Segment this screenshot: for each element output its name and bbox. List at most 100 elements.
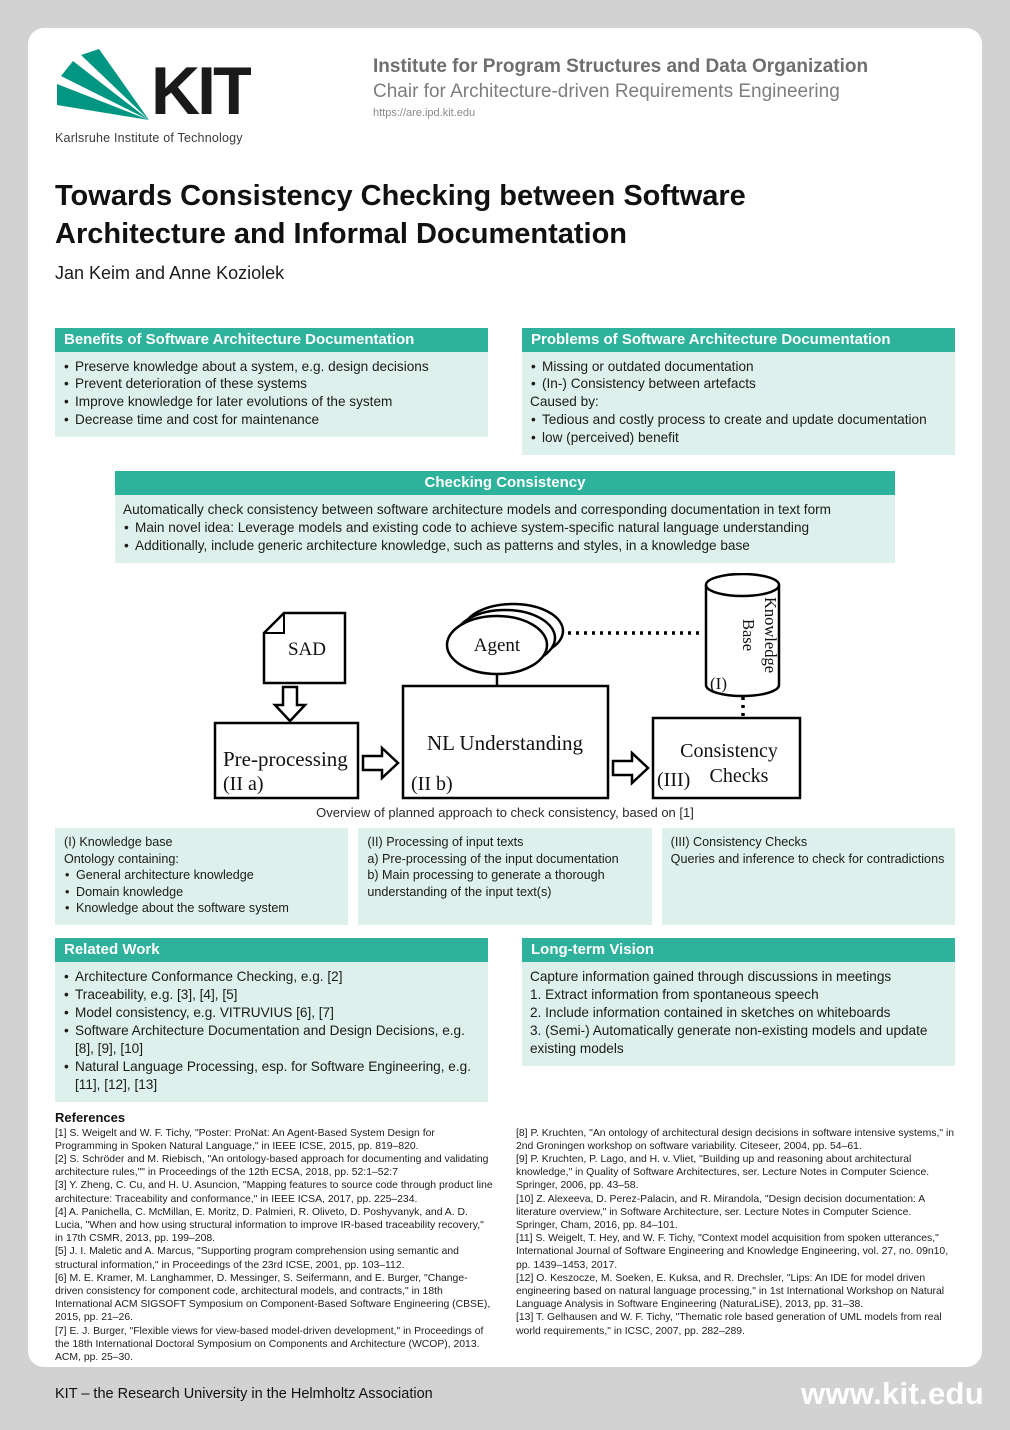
legend1-item: General architecture knowledge <box>64 867 339 884</box>
sad-label: SAD <box>288 639 326 660</box>
legend2-title: (II) Processing of input texts <box>367 835 524 850</box>
related-work-item: Software Architecture Documentation and … <box>63 1022 480 1058</box>
benefits-body: Preserve knowledge about a system, e.g. … <box>55 351 488 438</box>
benefit-item: Decrease time and cost for maintenance <box>63 411 480 429</box>
masthead: KIT Karlsruhe Institute of Technology In… <box>55 48 955 145</box>
legend3-line: Queries and inference to check for contr… <box>670 851 945 866</box>
vision-item: 1. Extract information from spontaneous … <box>530 987 819 1003</box>
legend-consistency-checks: (III) Consistency Checks Queries and inf… <box>661 828 955 926</box>
benefit-item: Prevent deterioration of these systems <box>63 375 480 393</box>
knowledge-base-number: (I) <box>710 674 727 693</box>
vision-heading: Long-term Vision <box>522 938 955 963</box>
related-work-item: Traceability, e.g. [3], [4], [5] <box>63 986 480 1004</box>
section-long-term-vision: Long-term Vision Capture information gai… <box>522 938 955 1066</box>
preprocessing-box <box>213 721 360 800</box>
reference-entry: [6] M. E. Kramer, M. Langhammer, D. Mess… <box>55 1272 491 1324</box>
reference-entry: [8] P. Kruchten, "An ontology of archite… <box>516 1127 955 1152</box>
checking-item: Additionally, include generic architectu… <box>123 537 887 555</box>
reference-entry: [13] T. Gelhausen and W. F. Tichy, "Them… <box>516 1312 942 1337</box>
legend1-title: (I) Knowledge base <box>64 835 173 850</box>
poster-card: KIT Karlsruhe Institute of Technology In… <box>28 28 982 1367</box>
caused-by-label: Caused by: <box>530 394 599 410</box>
poster-title-line1: Towards Consistency Checking between Sof… <box>55 180 746 212</box>
chair-name: Chair for Architecture-driven Requiremen… <box>373 81 840 102</box>
arrow-nlu-to-checks <box>611 750 650 786</box>
arrow-sad-to-preprocessing <box>272 685 308 723</box>
sad-fold-icon <box>264 613 285 635</box>
knowledge-base-label2: Base <box>739 619 758 651</box>
checking-body: Automatically check consistency between … <box>115 495 895 564</box>
references-right-column: [8] P. Kruchten, "An ontology of archite… <box>516 1127 955 1365</box>
institute-url: https://are.ipd.kit.edu <box>373 107 476 119</box>
legend-knowledge-base: (I) Knowledge base Ontology containing: … <box>55 828 349 926</box>
related-work-item: Model consistency, e.g. VITRUVIUS [6], [… <box>63 1004 480 1022</box>
references-left-column: [1] S. Weigelt and W. F. Tichy, "Poster:… <box>55 1127 494 1365</box>
poster-title: Towards Consistency Checking between Sof… <box>55 177 955 254</box>
vision-intro: Capture information gained through discu… <box>530 969 892 985</box>
legend3-title: (III) Consistency Checks <box>670 835 808 850</box>
kit-logo-text: KIT <box>151 53 251 126</box>
cause-item: Tedious and costly process to create and… <box>530 411 947 429</box>
related-work-item: Architecture Conformance Checking, e.g. … <box>63 968 480 986</box>
legend-row: (I) Knowledge base Ontology containing: … <box>55 828 955 926</box>
legend2-line-a: a) Pre-processing of the input documenta… <box>367 851 619 866</box>
reference-entry: [9] P. Kruchten, P. Lago, and H. v. Vlie… <box>516 1154 930 1192</box>
nl-understanding-label: NL Understanding <box>427 731 584 755</box>
knowledge-base-label1: Knowledge <box>761 597 780 673</box>
bottom-sections: Related Work Architecture Conformance Ch… <box>55 938 955 1102</box>
footer-tagline: KIT – the Research University in the Hel… <box>55 1386 433 1402</box>
related-work-item: Natural Language Processing, esp. for So… <box>63 1058 480 1094</box>
legend-processing: (II) Processing of input texts a) Pre-pr… <box>358 828 652 926</box>
cause-item: low (perceived) benefit <box>530 429 947 447</box>
preprocessing-label: Pre-processing <box>223 747 348 771</box>
reference-entry: [5] J. I. Maletic and A. Marcus, "Suppor… <box>55 1246 459 1271</box>
reference-entry: [10] Z. Alexeeva, D. Perez-Palacin, and … <box>516 1193 925 1232</box>
reference-entry: [7] E. J. Burger, "Flexible views for vi… <box>55 1325 484 1364</box>
consistency-checks-number: (III) <box>657 769 690 791</box>
section-checking-consistency: Checking Consistency Automatically check… <box>115 471 895 564</box>
footer-url: www.kit.edu <box>800 1376 984 1411</box>
checking-intro: Automatically check consistency between … <box>123 502 831 518</box>
knowledge-base-cylinder-body <box>704 585 781 698</box>
nl-understanding-box <box>401 684 610 800</box>
poster-title-line2: Architecture and Informal Documentation <box>55 218 628 251</box>
reference-entry: [2] S. Schröder and M. Riebisch, "An ont… <box>55 1154 489 1179</box>
section-benefits: Benefits of Software Architecture Docume… <box>55 327 488 438</box>
benefits-heading: Benefits of Software Architecture Docume… <box>55 327 488 352</box>
legend1-item: Knowledge about the software system <box>64 900 339 917</box>
kit-logo-icon: KIT <box>57 49 251 126</box>
institute-name: Institute for Program Structures and Dat… <box>373 56 869 77</box>
authors: Jan Keim and Anne Koziolek <box>55 262 285 283</box>
related-work-body: Architecture Conformance Checking, e.g. … <box>55 962 488 1102</box>
problem-item: (In-) Consistency between artefacts <box>530 375 947 393</box>
benefit-item: Improve knowledge for later evolutions o… <box>63 393 480 411</box>
vision-item: 3. (Semi-) Automatically generate non-ex… <box>530 1022 928 1056</box>
problems-body: Missing or outdated documentation (In-) … <box>522 351 955 456</box>
consistency-checks-label1: Consistency <box>680 740 778 762</box>
reference-entry: [12] O. Keszocze, M. Soeken, E. Kuksa, a… <box>516 1272 945 1311</box>
problem-item: Missing or outdated documentation <box>530 358 947 376</box>
reference-entry: [3] Y. Zheng, C. Cu, and H. U. Asuncion,… <box>55 1180 493 1205</box>
knowledge-base-cylinder-top <box>704 573 781 598</box>
checking-item: Main novel idea: Leverage models and exi… <box>123 519 887 537</box>
references-section: References [1] S. Weigelt and W. F. Tich… <box>55 1110 955 1365</box>
legend1-item: Domain knowledge <box>64 884 339 901</box>
reference-entry: [4] A. Panichella, C. McMillan, E. Morit… <box>55 1206 484 1245</box>
diagram-wrap: SAD Pre-processing (II a) NL Understandi… <box>55 573 955 820</box>
consistency-checks-label2: Checks <box>710 765 769 787</box>
top-sections: Benefits of Software Architecture Docume… <box>55 327 955 456</box>
vision-item: 2. Include information contained in sket… <box>530 1004 891 1020</box>
section-problems: Problems of Software Architecture Docume… <box>522 327 955 456</box>
legend1-subtitle: Ontology containing: <box>64 851 179 866</box>
agent-ellipse-front <box>445 614 549 676</box>
reference-entry: [11] S. Weigelt, T. Hey, and W. F. Tichy… <box>516 1233 949 1271</box>
kit-logo-caption: Karlsruhe Institute of Technology <box>55 131 243 145</box>
diagram-caption: Overview of planned approach to check co… <box>316 805 694 821</box>
legend2-line-b: b) Main processing to generate a thoroug… <box>367 868 605 899</box>
approach-diagram: SAD Pre-processing (II a) NL Understandi… <box>213 573 802 800</box>
problems-heading: Problems of Software Architecture Docume… <box>522 327 955 352</box>
benefit-item: Preserve knowledge about a system, e.g. … <box>63 358 480 376</box>
footer: KIT – the Research University in the Hel… <box>55 1376 984 1412</box>
checking-heading: Checking Consistency <box>115 471 895 496</box>
agent-label: Agent <box>474 635 521 656</box>
